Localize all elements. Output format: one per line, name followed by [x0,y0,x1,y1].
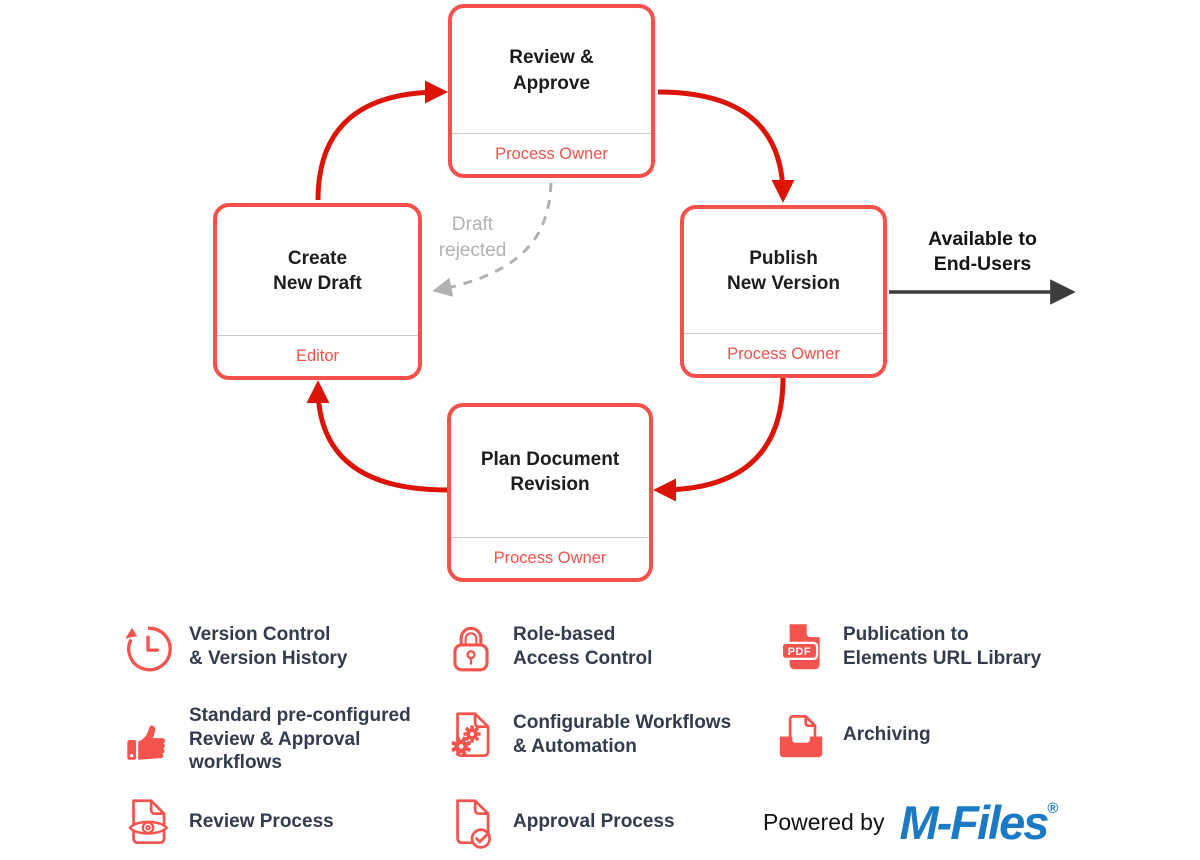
node-title-line: Revision [510,474,590,495]
cycle-arrows [306,80,1076,502]
feature-access-control: Role-based Access Control [442,618,652,676]
arc-review-to-publish [657,89,795,203]
feature-approval-process: Approval Process [442,793,675,851]
version-history-icon [118,618,176,676]
node-title-line: Approve [512,72,591,94]
feature-line: Review & Approval [189,728,361,750]
archive-icon [772,706,830,764]
available-line: End-Users [933,253,1032,276]
node-title: Create New Draft [217,207,418,335]
feature-line: Archiving [843,724,931,746]
feature-line: Role-based [513,624,616,646]
feature-label: Publication to Elements URL Library [843,623,1041,670]
review-document-icon [118,793,176,851]
mfiles-logo: M-Files ® [899,799,1058,846]
draft-rejected-line: rejected [438,240,507,262]
feature-line: Configurable Workflows [513,712,732,734]
feature-label: Role-based Access Control [513,623,652,670]
feature-label: Standard pre-configured Review & Approva… [189,704,411,775]
node-title-line: Plan Document [480,448,620,470]
powered-by-text: Powered by [763,808,885,835]
powered-by-mfiles: Powered by M-Files ® [763,792,1058,852]
feature-label: Approval Process [513,810,675,834]
registered-trademark-symbol: ® [1047,799,1059,817]
thumbs-up-icon [118,710,176,768]
feature-review-process: Review Process [118,793,334,851]
feature-line: & Automation [513,736,637,757]
draft-rejected-label: Draft rejected [415,212,530,264]
feature-line: workflows [189,752,282,774]
node-role: Editor [217,335,418,376]
node-title: Plan Document Revision [451,407,649,537]
feature-line: Publication to [843,624,969,646]
node-title-line: Create [287,247,348,269]
lock-icon [442,618,500,676]
arc-draft-to-review [315,80,448,201]
node-role: Process Owner [684,333,883,374]
feature-line: Access Control [513,648,653,669]
mfiles-wordmark: M-Files [899,795,1049,849]
node-title-line: Publish [749,247,818,269]
node-role: Process Owner [452,133,651,174]
available-line: Available to [928,228,1037,250]
node-title-line: Review & [509,47,594,69]
arc-plan-to-draft [306,380,448,493]
feature-label: Version Control & Version History [189,623,347,670]
node-plan-document-revision: Plan Document Revision Process Owner [447,403,653,582]
feature-line: Review Process [189,811,334,833]
feature-preconfigured-workflows: Standard pre-configured Review & Approva… [118,704,411,775]
gears-document-icon [442,706,500,764]
node-title-line: New Version [727,273,840,294]
arc-publish-to-plan [653,377,786,502]
draft-rejected-line: Draft [451,214,494,235]
node-title-line: New Draft [273,273,362,294]
feature-label: Configurable Workflows & Automation [513,711,731,758]
node-review-approve: Review & Approve Process Owner [448,4,655,178]
feature-version-control: Version Control & Version History [118,618,347,676]
pdf-badge-text: PDF [788,646,811,658]
feature-publication: PDF Publication to Elements URL Library [772,618,1041,676]
node-role: Process Owner [451,537,649,578]
approval-document-icon [442,793,500,851]
feature-archiving: Archiving [772,706,931,764]
node-title: Publish New Version [684,209,883,333]
dashed-rejected-arrow [432,182,553,297]
feature-line: & Version History [189,648,348,669]
feature-line: Version Control [189,624,331,646]
node-title: Review & Approve [452,8,651,133]
feature-line: Elements URL Library [843,648,1042,669]
feature-label: Review Process [189,810,334,834]
node-publish-new-version: Publish New Version Process Owner [680,205,887,378]
feature-line: Approval Process [513,811,675,833]
available-to-end-users-label: Available to End-Users [900,227,1065,278]
node-create-new-draft: Create New Draft Editor [213,203,422,380]
feature-label: Archiving [843,723,931,747]
pdf-icon: PDF [772,618,830,676]
feature-configurable-workflows: Configurable Workflows & Automation [442,706,731,764]
feature-line: Standard pre-configured [189,705,411,726]
